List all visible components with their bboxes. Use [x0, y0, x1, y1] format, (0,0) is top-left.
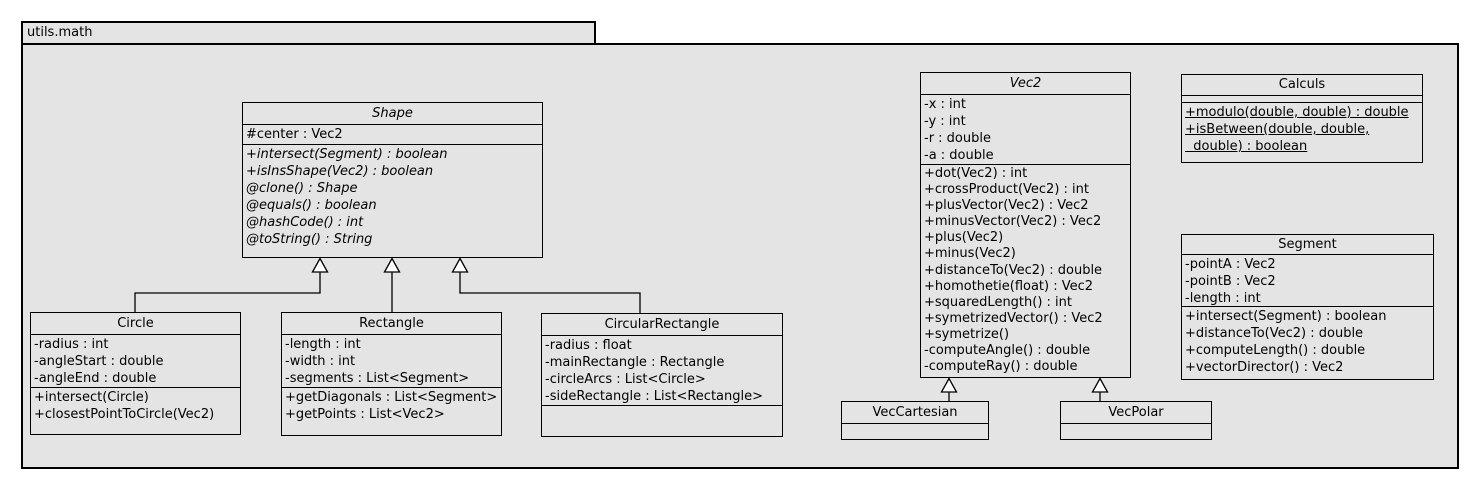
member-line: +minusVector(Vec2) : Vec2	[924, 214, 1102, 230]
member-line: @equals() : boolean	[246, 198, 377, 213]
member-line: double) : boolean	[1185, 139, 1308, 154]
member-line: -length : int	[285, 337, 361, 352]
member-line: +dot(Vec2) : int	[924, 166, 1028, 181]
class-circle[interactable]: Circle -radius : int -angleStart : double…	[30, 312, 241, 435]
calculs-methods: +modulo(double, double) : double +isBetwe…	[1182, 102, 1422, 162]
rectangle-methods: +getDiagonals : List<Segment> +getPoints …	[282, 387, 501, 435]
member-line: -radius : int	[34, 337, 109, 352]
circular-rectangle-methods	[542, 405, 782, 436]
class-vec-polar[interactable]: VecPolar	[1060, 401, 1212, 440]
member-line: -length : int	[1185, 291, 1261, 306]
circle-methods: +intersect(Circle) +closestPointToCircle(…	[31, 387, 240, 434]
class-title: VecCartesian	[872, 405, 958, 420]
member-line: +crossProduct(Vec2) : int	[924, 182, 1089, 198]
class-circular-rectangle[interactable]: CircularRectangle -radius : float -mainRe…	[541, 313, 783, 437]
member-line: -radius : float	[545, 338, 632, 353]
member-line: +computeLength() : double	[1185, 343, 1366, 358]
member-line: -computeRay() : double	[924, 359, 1078, 375]
member-line: +vectorDirector() : Vec2	[1185, 360, 1344, 375]
class-title: Shape	[372, 106, 413, 121]
member-line: +intersect(Segment) : boolean	[1185, 309, 1387, 324]
vec2-attributes: -x : int -y : int -r : double -a : double	[921, 94, 1130, 164]
member-line: -circleArcs : List<Circle>	[545, 372, 706, 387]
class-calculs[interactable]: Calculs +modulo(double, double) : double…	[1181, 74, 1423, 163]
member-line: +symetrizedVector() : Vec2	[924, 310, 1103, 326]
shape-methods: +intersect(Segment) : boolean +isInsShape…	[243, 144, 542, 257]
vec2-methods: +dot(Vec2) : int+crossProduct(Vec2) : in…	[921, 164, 1130, 377]
class-title: VecPolar	[1108, 405, 1164, 420]
member-line: +symetrize()	[924, 326, 1010, 342]
member-line: -pointA : Vec2	[1185, 257, 1276, 272]
package-tab[interactable]: utils.math	[21, 21, 596, 43]
class-rectangle[interactable]: Rectangle -length : int -width : int -segm…	[281, 312, 502, 436]
member-line: @toString() : String	[246, 232, 373, 247]
member-line: @hashCode() : int	[246, 215, 364, 230]
member-line: #center : Vec2	[246, 127, 343, 142]
member-line: -sideRectangle : List<Rectangle>	[545, 389, 763, 404]
member-line: +getPoints : List<Vec2>	[285, 407, 445, 422]
member-line: +homothetie(float) : Vec2	[924, 278, 1094, 294]
class-title: Segment	[1278, 237, 1337, 252]
class-title: Rectangle	[359, 316, 424, 331]
rectangle-attributes: -length : int -width : int -segments : Lis…	[282, 334, 501, 387]
member-line: +getDiagonals : List<Segment>	[285, 390, 498, 405]
member-line: +plusVector(Vec2) : Vec2	[924, 198, 1089, 214]
vec-cartesian-body	[842, 423, 988, 439]
member-line: -computeAngle() : double	[924, 343, 1091, 359]
member-line: +isBetween(double, double,	[1185, 122, 1370, 137]
member-line: +closestPointToCircle(Vec2)	[34, 407, 215, 422]
member-line: -width : int	[285, 354, 356, 369]
class-title: Calculs	[1278, 77, 1326, 92]
class-segment[interactable]: Segment -pointA : Vec2 -pointB : Vec2 -len…	[1181, 234, 1434, 380]
member-line: +intersect(Segment) : boolean	[246, 147, 448, 162]
class-title: CircularRectangle	[604, 317, 720, 332]
class-title: Vec2	[1009, 76, 1042, 91]
shape-attributes: #center : Vec2	[243, 124, 542, 144]
member-line: -angleEnd : double	[34, 371, 157, 386]
member-line: +distanceTo(Vec2) : double	[1185, 326, 1364, 341]
member-line: -y : int	[924, 114, 966, 129]
member-line: @clone() : Shape	[246, 181, 358, 196]
member-line: -segments : List<Segment>	[285, 371, 470, 386]
segment-methods: +intersect(Segment) : boolean +distanceTo…	[1182, 306, 1433, 379]
member-line: -angleStart : double	[34, 354, 164, 369]
class-vec-cartesian[interactable]: VecCartesian	[841, 401, 989, 440]
member-line: -x : int	[924, 97, 966, 112]
member-line: +isInsShape(Vec2) : boolean	[246, 164, 434, 179]
member-line: -pointB : Vec2	[1185, 274, 1276, 289]
class-vec2[interactable]: Vec2 -x : int -y : int -r : double -a : dou…	[920, 72, 1131, 378]
member-line: -a : double	[924, 148, 994, 163]
member-line: -mainRectangle : Rectangle	[545, 355, 725, 370]
member-line: +plus(Vec2)	[924, 230, 1004, 246]
circle-attributes: -radius : int -angleStart : double -angleE…	[31, 334, 240, 387]
class-title: Circle	[117, 316, 154, 331]
class-shape[interactable]: Shape #center : Vec2 +intersect(Segment)…	[242, 102, 543, 258]
segment-attributes: -pointA : Vec2 -pointB : Vec2 -length : in…	[1182, 254, 1433, 306]
calculs-attributes	[1182, 95, 1422, 102]
package-name: utils.math	[27, 25, 93, 40]
member-line: +minus(Vec2)	[924, 246, 1016, 262]
member-line: +intersect(Circle)	[34, 390, 149, 405]
member-line: +squaredLength() : int	[924, 294, 1073, 310]
vec-polar-body	[1061, 423, 1211, 439]
member-line: +modulo(double, double) : double	[1185, 105, 1409, 120]
circular-rectangle-attributes: -radius : float -mainRectangle : Rectangl…	[542, 335, 782, 405]
member-line: -r : double	[924, 131, 991, 146]
member-line: +distanceTo(Vec2) : double	[924, 262, 1103, 278]
